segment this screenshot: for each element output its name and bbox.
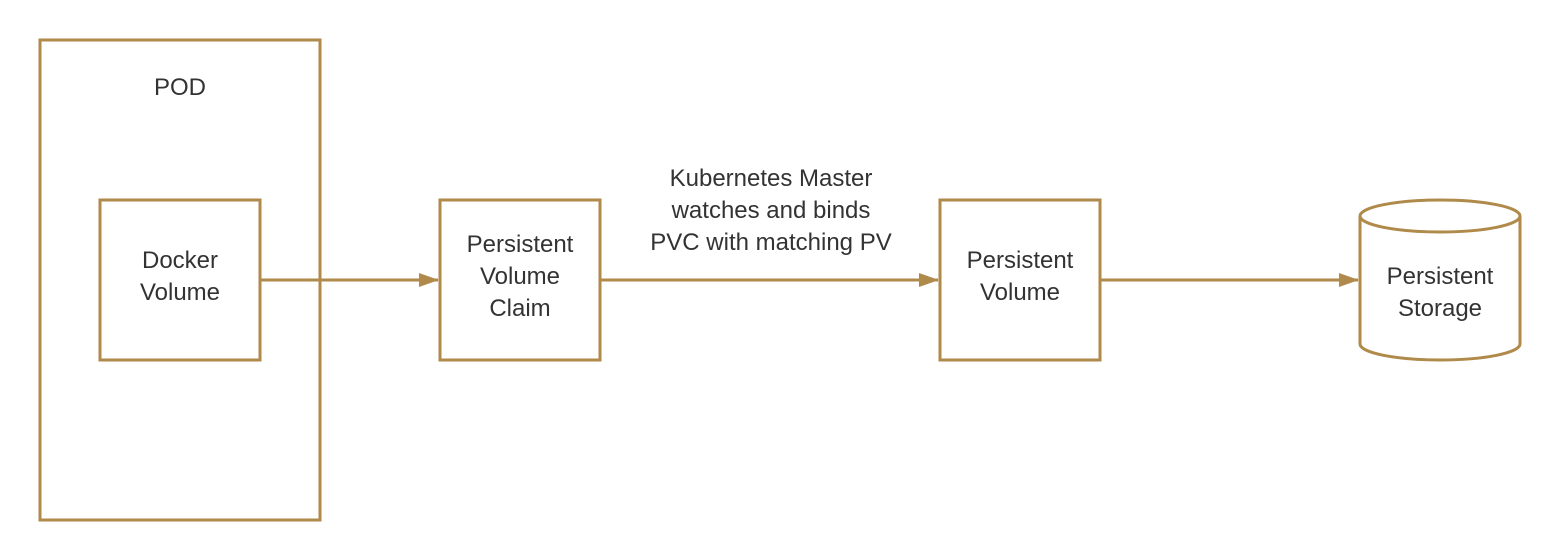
pod-label: POD bbox=[154, 74, 206, 101]
docker-volume-label-line2: Volume bbox=[140, 279, 220, 306]
pvc-label-line3: Claim bbox=[489, 295, 550, 322]
cylinder-icon bbox=[1358, 198, 1522, 362]
storage-cylinder-body bbox=[1358, 216, 1522, 362]
storage-label-line2: Storage bbox=[1398, 295, 1482, 322]
docker-volume-box bbox=[98, 198, 262, 362]
binding-note-line2: watches and binds bbox=[671, 197, 871, 224]
storage-label-line1: Persistent bbox=[1387, 263, 1494, 290]
binding-note-line1: Kubernetes Master bbox=[670, 165, 873, 192]
binding-note-line3: PVC with matching PV bbox=[650, 229, 891, 256]
pvc-label-line2: Volume bbox=[480, 263, 560, 290]
storage-cylinder-top bbox=[1358, 198, 1522, 234]
pv-label-line1: Persistent bbox=[967, 247, 1074, 274]
docker-volume-label-line1: Docker bbox=[142, 247, 218, 274]
pv-label-line2: Volume bbox=[980, 279, 1060, 306]
pvc-label-line1: Persistent bbox=[467, 231, 574, 258]
pvc-box bbox=[438, 198, 602, 362]
pv-box bbox=[938, 198, 1102, 362]
